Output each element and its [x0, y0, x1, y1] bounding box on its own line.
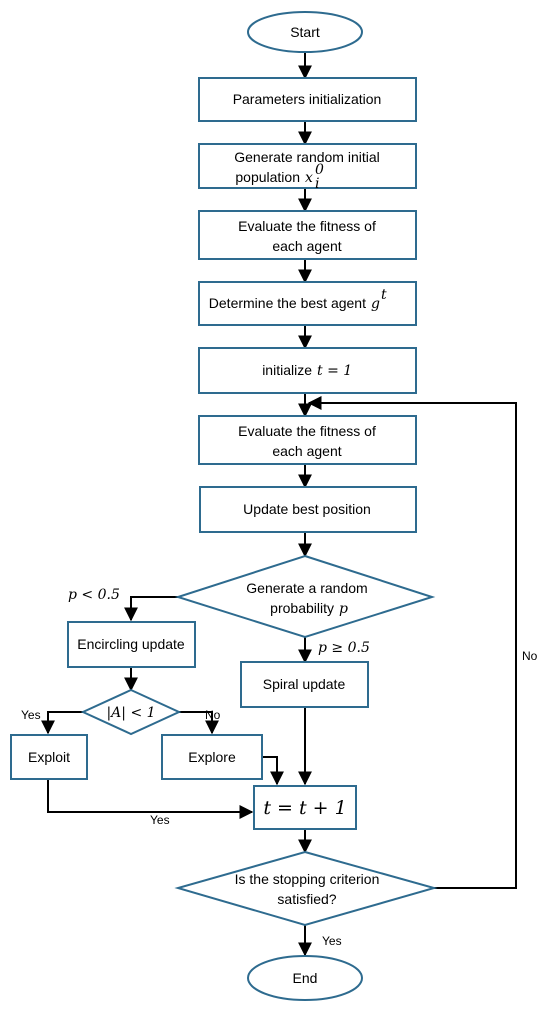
gen-prob-diamond: [174, 554, 436, 639]
t-increment-node: t = t + 1: [253, 785, 357, 830]
spiral-box: [240, 661, 369, 708]
edge-cond-to-explore: [179, 711, 219, 735]
update-best-label: Update best position: [243, 501, 371, 517]
best-agent-node: Determine the best agent g t: [198, 281, 417, 326]
label-yes-exploit: Yes: [21, 708, 41, 722]
best-agent-box: [198, 281, 417, 326]
gen-pop-node: Generate random initial population x i 0: [198, 143, 417, 192]
start-label: Start: [290, 24, 320, 40]
eval-fitness-2-line1: Evaluate the fitness of: [238, 423, 376, 439]
explore-box: [161, 734, 263, 780]
label-no-loop: No: [522, 649, 538, 663]
edge-exploit-to-tincr: [47, 779, 254, 819]
abs-a-condition-node: |A| < 1: [80, 688, 182, 736]
stopping-criterion-node: Is the stopping criterion satisfied?: [174, 850, 438, 927]
init-t-label: initialize: [262, 362, 312, 378]
gen-pop-math: x: [305, 170, 313, 186]
t-increment-label: t = t + 1: [263, 797, 346, 819]
abs-a-label: |A| < 1: [106, 705, 155, 721]
gen-prob-node: Generate a random probability p: [174, 554, 436, 639]
params-init-node: Parameters initialization: [198, 77, 417, 122]
init-t-math: t = 1: [317, 363, 352, 379]
end-ellipse: [247, 955, 363, 1001]
update-best-box: [199, 486, 417, 533]
gen-pop-box: [198, 143, 417, 189]
start-node: Start: [247, 11, 363, 53]
gen-pop-line1: Generate random initial: [234, 149, 380, 165]
gen-prob-math: p: [339, 601, 348, 617]
edge-genprob-to-encircling: [124, 596, 178, 622]
eval-fitness-2-node: Evaluate the fitness of each agent: [198, 415, 417, 465]
label-p-less: p < 0.5: [68, 587, 120, 603]
eval-fitness-1-line2: each agent: [272, 238, 341, 254]
spiral-node: Spiral update: [240, 661, 369, 708]
encircling-node: Encircling update: [67, 621, 196, 668]
stopping-criterion-line1: Is the stopping criterion: [235, 871, 380, 887]
edge-stop-no-loop: [307, 396, 517, 889]
abs-a-diamond: [80, 688, 182, 736]
best-agent-label: Determine the best agent: [209, 295, 366, 311]
start-ellipse: [247, 11, 363, 53]
encircling-label: Encircling update: [77, 636, 185, 652]
spiral-label: Spiral update: [263, 676, 346, 692]
eval-fitness-1-box: [198, 210, 417, 260]
eval-fitness-2-box: [198, 415, 417, 465]
eval-fitness-1-node: Evaluate the fitness of each agent: [198, 210, 417, 260]
edge-labels: p < 0.5 p ≥ 0.5 Yes No Yes No Yes: [21, 587, 538, 948]
gen-pop-subscript: i: [315, 176, 319, 192]
gen-prob-line2: probability: [270, 600, 334, 616]
edge-explore-to-tincr: [262, 756, 284, 786]
exploit-node: Exploit: [10, 734, 88, 780]
label-yes-merge: Yes: [150, 813, 170, 827]
init-t-node: initialize t = 1: [198, 347, 417, 394]
end-label: End: [293, 970, 318, 986]
eval-fitness-1-line1: Evaluate the fitness of: [238, 218, 376, 234]
best-agent-math: g: [371, 296, 380, 312]
params-init-box: [198, 77, 417, 122]
explore-label: Explore: [188, 749, 236, 765]
gen-prob-line1: Generate a random: [246, 580, 367, 596]
end-node: End: [247, 955, 363, 1001]
encircling-box: [67, 621, 196, 668]
exploit-label: Exploit: [28, 749, 70, 765]
exploit-box: [10, 734, 88, 780]
edges: [41, 52, 517, 957]
eval-fitness-2-line2: each agent: [272, 443, 341, 459]
update-best-node: Update best position: [199, 486, 417, 533]
label-no-explore: No: [205, 708, 221, 722]
gen-pop-superscript: 0: [315, 162, 324, 178]
stopping-criterion-diamond: [174, 850, 438, 927]
stopping-criterion-line2: satisfied?: [277, 891, 336, 907]
t-increment-box: [253, 785, 357, 830]
best-agent-superscript: t: [381, 287, 387, 303]
gen-pop-line2: population: [235, 169, 300, 185]
label-p-greater-equal: p ≥ 0.5: [318, 640, 370, 656]
edge-cond-to-exploit: [41, 711, 83, 735]
label-yes-end: Yes: [322, 934, 342, 948]
params-init-label: Parameters initialization: [233, 91, 382, 107]
init-t-box: [198, 347, 417, 394]
explore-node: Explore: [161, 734, 263, 780]
